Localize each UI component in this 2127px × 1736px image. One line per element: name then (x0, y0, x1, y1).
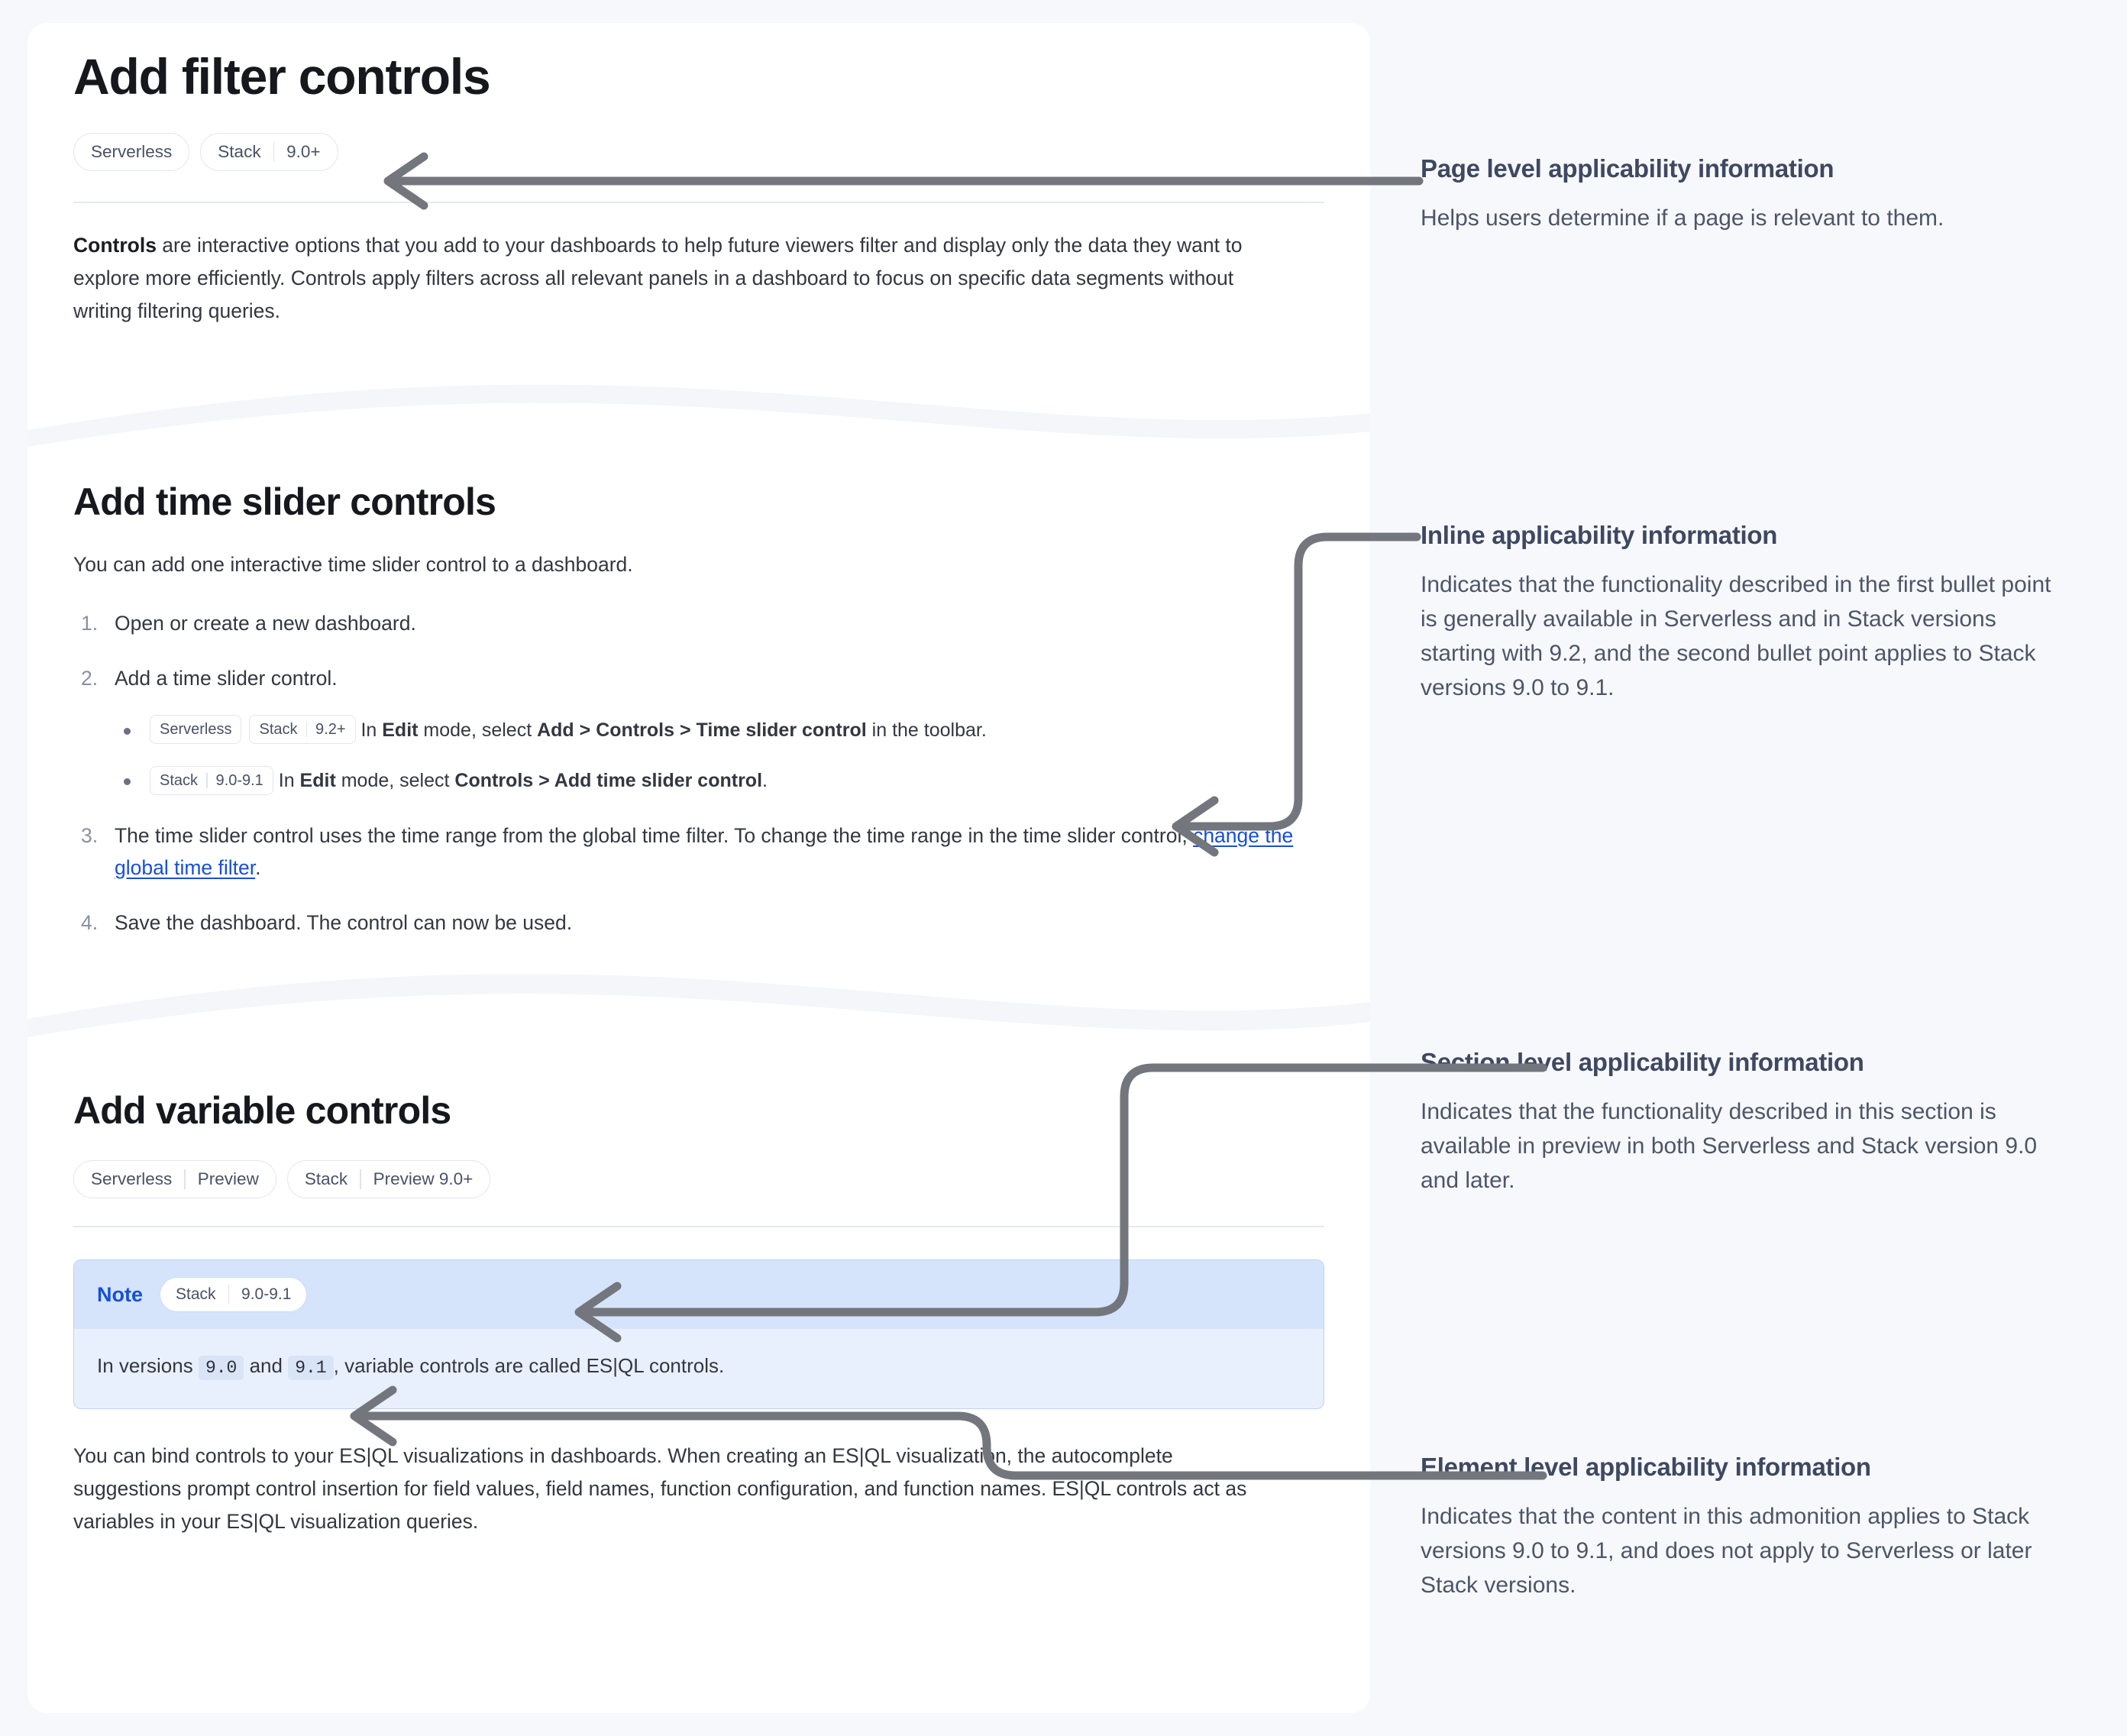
annotation-inline: Inline applicability information Indicat… (1421, 519, 2054, 705)
inline-badge-serverless-label: Serverless (160, 721, 232, 739)
bullet-2-sep-1: > (533, 770, 554, 792)
badge-stack[interactable]: Stack 9.0+ (200, 132, 338, 171)
bullet-2-suffix: . (762, 770, 768, 792)
note-badge-stack-version: 9.0-9.1 (241, 1285, 292, 1304)
annotation-element-level: Element level applicability information … (1421, 1451, 2054, 1602)
inline-badge-stack-92-label: Stack (259, 721, 298, 739)
page-intro-rest: are interactive options that you add to … (73, 233, 1243, 322)
section-applicability-badges: Serverless Preview Stack Preview 9.0+ (73, 1160, 1324, 1199)
step-2-bullets: Serverless Stack 9.2+ In Edit mode, sele… (115, 715, 1324, 797)
badge-stack-version: 9.0+ (286, 141, 321, 161)
step-2-text: Add a time slider control. (115, 667, 338, 690)
note-badge-stack[interactable]: Stack 9.0-9.1 (160, 1277, 308, 1313)
badge-stack-label: Stack (218, 141, 261, 161)
annotation-section-level: Section level applicability information … (1421, 1046, 2054, 1198)
inline-badge-stack-92-version: 9.2+ (315, 721, 346, 739)
wave-divider-1 (27, 384, 1370, 462)
bullet-1-bold-controls: Controls (596, 719, 674, 741)
inline-badge-separator (305, 722, 308, 738)
bullet-item-1: Serverless Stack 9.2+ In Edit mode, sele… (115, 715, 1324, 745)
wave-divider-2 (27, 974, 1370, 1054)
step-3-text-before: The time slider control uses the time ra… (115, 823, 1194, 847)
annotation-element-level-body: Indicates that the content in this admon… (1421, 1504, 2032, 1599)
note-header: Note Stack 9.0-9.1 (74, 1260, 1324, 1330)
note-text-after: , variable controls are called ES|QL con… (333, 1354, 725, 1378)
badge-stack-preview-version: Preview 9.0+ (373, 1169, 474, 1189)
note-body: In versions 9.0 and 9.1, variable contro… (74, 1329, 1324, 1408)
badge-sep-b (360, 1169, 361, 1190)
inline-badge-stack-92[interactable]: Stack 9.2+ (249, 715, 356, 745)
note-admonition: Note Stack 9.0-9.1 In versions 9.0 and 9… (73, 1259, 1324, 1410)
annotation-inline-body: Indicates that the functionality describ… (1421, 572, 2051, 701)
note-badge-separator (228, 1285, 230, 1305)
time-slider-intro: You can add one interactive time slider … (73, 553, 633, 577)
note-code-90: 9.0 (198, 1356, 244, 1381)
badge-stack-preview-label: Stack (304, 1169, 348, 1189)
bullet-2-bold-controls: Controls (454, 770, 534, 792)
badge-serverless-label: Serverless (91, 141, 173, 161)
page-intro-lead: Controls (73, 233, 157, 257)
time-slider-heading: Add time slider controls (73, 480, 496, 523)
note-code-91: 9.1 (288, 1356, 334, 1381)
documentation-card: Add filter controls Serverless Stack 9.0… (27, 23, 1370, 1713)
annotation-section-level-body: Indicates that the functionality describ… (1421, 1099, 2038, 1194)
bullet-item-2: Stack 9.0-9.1 In Edit mode, select Contr… (115, 765, 1324, 796)
variable-section-divider (73, 1226, 1324, 1228)
bullet-1-bold-add: Add (537, 719, 574, 741)
page-header-divider (73, 201, 1324, 203)
annotation-page-level-body: Helps users determine if a page is relev… (1421, 205, 1944, 231)
badge-serverless[interactable]: Serverless (73, 132, 190, 171)
step-3: The time slider control uses the time ra… (73, 820, 1295, 884)
note-label: Note (97, 1282, 143, 1306)
badge-serverless-preview-label: Serverless (91, 1169, 173, 1189)
annotation-page-level-title: Page level applicability information (1421, 154, 1834, 183)
note-badge-stack-label: Stack (176, 1285, 216, 1304)
annotation-inline-title: Inline applicability information (1421, 521, 1778, 549)
bullet-1-suffix: in the toolbar. (866, 719, 987, 741)
bullet-1-prefix: In (360, 719, 383, 741)
bullet-1-sep-1: > (574, 719, 596, 741)
inline-badge-stack-9091[interactable]: Stack 9.0-9.1 (150, 765, 273, 795)
step-1-text: Open or create a new dashboard. (115, 612, 416, 635)
badge-separator (273, 141, 275, 162)
page-header-section: Add filter controls Serverless Stack 9.0… (27, 23, 1370, 328)
inline-badge-serverless[interactable]: Serverless (150, 715, 242, 745)
bullet-1-mid: mode, select (418, 719, 538, 741)
bullet-2-bold-addtimeslider: Add time slider control (554, 770, 763, 792)
badge-stack-preview[interactable]: Stack Preview 9.0+ (286, 1160, 491, 1199)
time-slider-section: Add time slider controls You can add one… (27, 462, 1370, 940)
variable-closing-paragraph: You can bind controls to your ES|QL visu… (73, 1444, 1247, 1533)
bullet-2-prefix: In (278, 770, 300, 792)
step-2: Add a time slider control. Serverless St… (73, 662, 1324, 796)
bullet-2-bold-edit: Edit (299, 770, 336, 792)
inline-badge-stack-9091-version: 9.0-9.1 (215, 771, 263, 789)
note-text-before: In versions (97, 1354, 199, 1378)
page-intro-paragraph: Controls are interactive options that yo… (73, 229, 1288, 328)
bullet-1-bold-edit: Edit (382, 719, 419, 741)
badge-sep-a (184, 1169, 186, 1190)
badge-serverless-preview[interactable]: Serverless Preview (73, 1160, 276, 1199)
annotation-section-level-title: Section level applicability information (1421, 1048, 1864, 1076)
time-slider-steps: Open or create a new dashboard. Add a ti… (73, 607, 1324, 939)
step-4-text: Save the dashboard. The control can now … (115, 911, 573, 935)
page-applicability-badges: Serverless Stack 9.0+ (73, 132, 1324, 171)
variable-controls-heading: Add variable controls (73, 1088, 451, 1132)
inline-badge-separator-2 (206, 772, 208, 788)
badge-serverless-preview-version: Preview (197, 1169, 259, 1189)
bullet-1-bold-timeslider: Time slider control (696, 719, 867, 741)
bullet-1-sep-2: > (674, 719, 697, 741)
inline-badge-stack-9091-label: Stack (160, 771, 199, 789)
annotation-page-level: Page level applicability information Hel… (1421, 153, 2054, 235)
step-4: Save the dashboard. The control can now … (73, 907, 1324, 939)
variable-controls-section: Add variable controls Serverless Preview… (27, 1054, 1370, 1538)
step-3-text-after: . (255, 856, 261, 880)
note-text-mid: and (244, 1354, 289, 1378)
page-title: Add filter controls (73, 48, 491, 105)
bullet-2-mid: mode, select (335, 770, 455, 792)
annotation-element-level-title: Element level applicability information (1421, 1453, 1871, 1481)
step-1: Open or create a new dashboard. (73, 607, 1324, 640)
